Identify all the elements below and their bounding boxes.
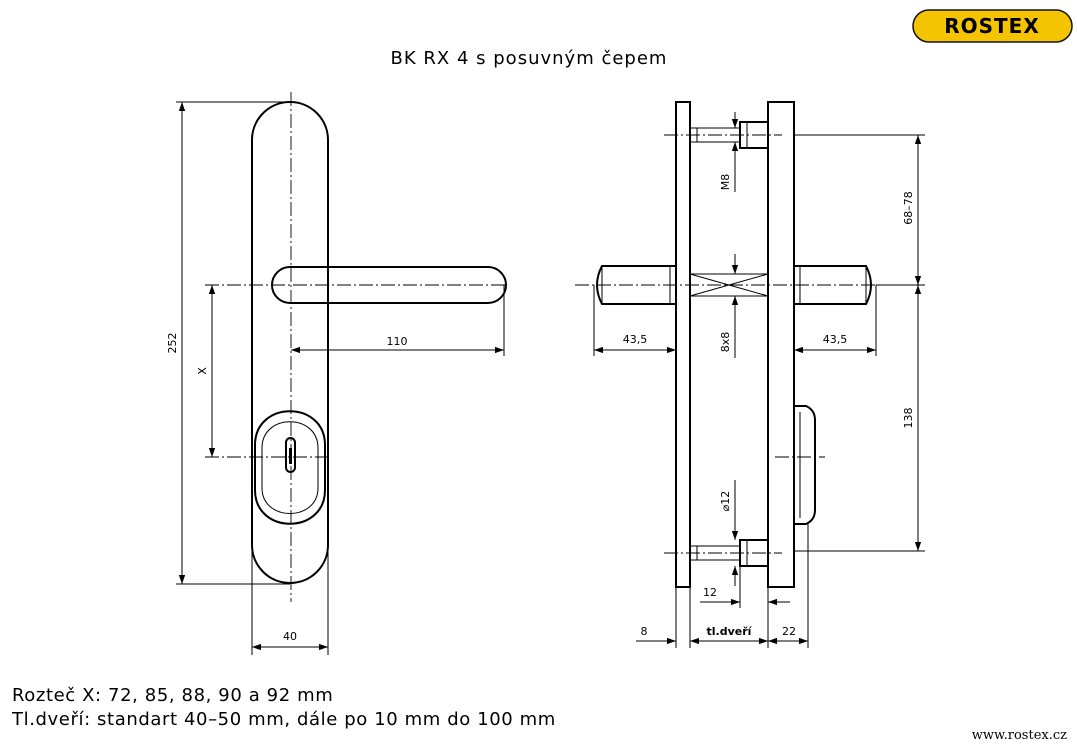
left-plate	[675, 101, 691, 588]
dimension-width: 40	[283, 630, 297, 643]
pitch-note: Rozteč X: 72, 85, 88, 90 a 92 mm	[12, 685, 334, 706]
dimension-lever-length: 110	[387, 335, 408, 348]
dimension-right-lever: 43,5	[823, 333, 848, 346]
escutcheon-plate	[251, 101, 329, 584]
dimension-pin: ⌀12	[719, 491, 732, 512]
lever-handle	[271, 266, 507, 304]
dimension-right-plate: 22	[782, 625, 796, 638]
notes-block: Rozteč X: 72, 85, 88, 90 a 92 mm Tl.dveř…	[12, 684, 556, 732]
front-view: 252 X 110 40	[166, 92, 508, 655]
keyhole	[285, 437, 296, 473]
door-thickness-note: Tl.dveří: standart 40–50 mm, dále po 10 …	[12, 709, 556, 730]
cylinder-cover	[794, 405, 816, 525]
logo-text: ROSTEX	[944, 14, 1040, 38]
drawing-title: BK RX 4 s posuvným čepem	[391, 48, 668, 69]
dimension-lower-spacing: 138	[902, 408, 915, 429]
dimension-pin-offset: 12	[703, 586, 717, 599]
dimension-pitch: X	[196, 367, 209, 375]
cylinder-rosette-inner	[261, 421, 319, 514]
dimension-spindle: 8x8	[719, 332, 732, 353]
website-link[interactable]: www.rostex.cz	[971, 728, 1067, 743]
side-view: 43,5 43,5 M8 8x8 ⌀12 68–78 138 12	[575, 101, 925, 648]
dimension-left-plate: 8	[641, 625, 648, 638]
dimension-height: 252	[166, 333, 179, 354]
right-plate	[767, 101, 795, 588]
cylinder-rosette-outer	[254, 410, 326, 525]
dimension-upper-spacing: 68–78	[902, 191, 915, 225]
dimension-door-thickness: tl.dveří	[707, 625, 753, 638]
dimension-left-lever: 43,5	[623, 333, 648, 346]
dimension-screw: M8	[719, 174, 732, 191]
rostex-logo: ROSTEX	[912, 9, 1073, 43]
